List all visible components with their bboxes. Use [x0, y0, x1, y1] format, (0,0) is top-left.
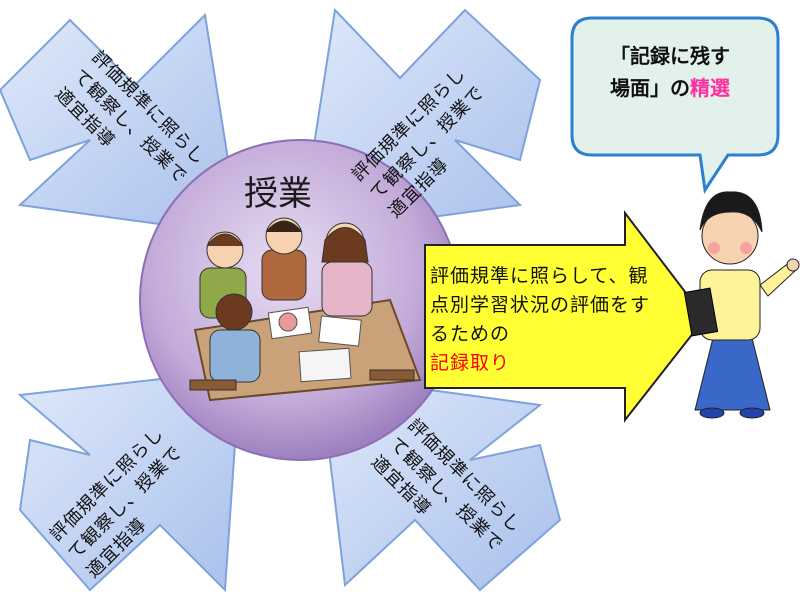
- main-arrow-highlight: 記録取り: [430, 352, 511, 374]
- lesson-title: 授業: [244, 174, 312, 214]
- main-arrow: [424, 210, 707, 423]
- bubble-line1: 「記録に残す: [610, 44, 730, 68]
- teacher-illustration: [683, 191, 800, 419]
- students-illustration: [189, 217, 422, 402]
- bubble-line2-highlight: 精選: [690, 76, 730, 100]
- speech-bubble: [570, 16, 780, 195]
- bubble-line2-prefix: 場面」の: [610, 76, 690, 100]
- main-arrow-text: 評価規準に照らして、観点別学習状況の評価をするための 記録取り: [430, 262, 660, 378]
- main-arrow-body: 評価規準に照らして、観点別学習状況の評価をするための: [430, 265, 651, 345]
- speech-bubble-text: 「記録に残す 場面」の精選: [582, 40, 758, 104]
